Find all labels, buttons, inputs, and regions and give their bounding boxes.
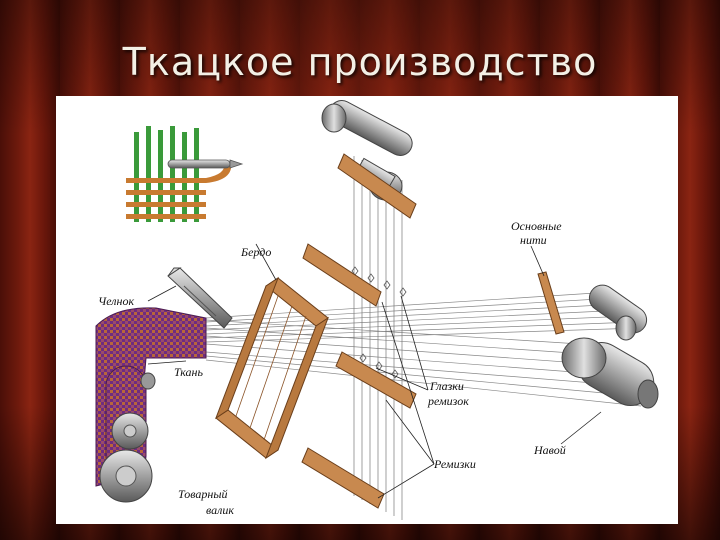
label-tovarny-2: валик [206, 503, 234, 517]
shuttle [167, 267, 233, 329]
leader-lines [147, 243, 602, 499]
warp-guide-bar [537, 271, 565, 335]
label-remizki: Ремизки [433, 457, 476, 471]
label-glazki-2: ремизок [427, 394, 469, 408]
diagram-panel: Бердо Челнок Ткань Товарный валик Основн… [56, 96, 678, 524]
label-chelnok: Челнок [98, 294, 134, 308]
label-osnovnye-1: Основные [511, 219, 562, 233]
weave-green-threads [134, 126, 199, 222]
cloth-roller [99, 365, 156, 503]
heddle-strings [353, 156, 403, 520]
weave-shuttle [167, 159, 244, 169]
heddle-bars [301, 153, 417, 509]
label-osnovnye-2: нити [520, 233, 547, 247]
reed-frame [214, 276, 330, 460]
label-tkan: Ткань [174, 365, 204, 379]
label-navoy: Навой [533, 443, 566, 457]
weave-detail-inset [126, 126, 244, 222]
weave-orange-threads [126, 162, 232, 219]
heddle-eyes [351, 266, 407, 379]
label-tovarny-1: Товарный [178, 487, 227, 501]
loom-diagram: Бердо Челнок Ткань Товарный валик Основн… [95, 100, 659, 520]
warp-beam [561, 284, 659, 409]
label-berdo: Бердо [240, 245, 271, 259]
slide-title: Ткацкое производство [122, 40, 598, 84]
label-glazki-1: Глазки [429, 379, 464, 393]
warp-threads [205, 291, 642, 407]
